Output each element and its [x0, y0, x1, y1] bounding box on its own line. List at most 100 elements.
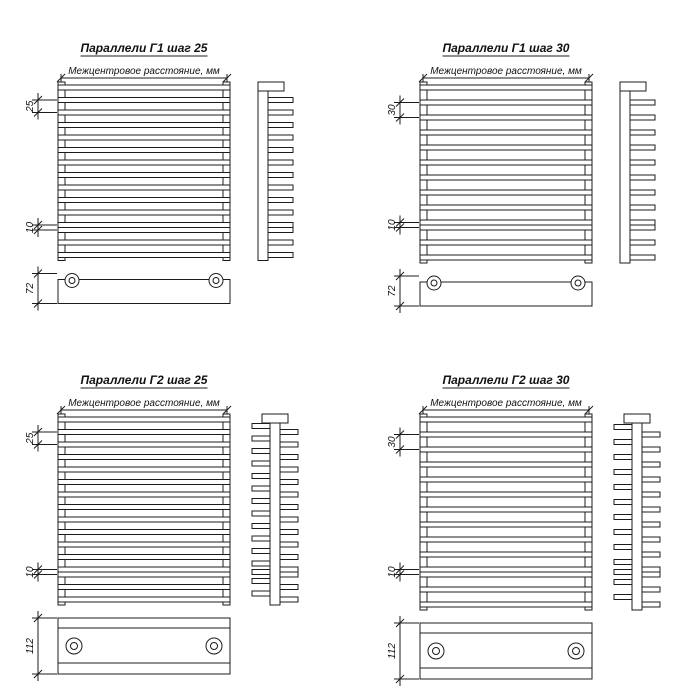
- collector-body: [57, 617, 231, 675]
- collector-height-dimension-label: 72: [387, 285, 398, 297]
- tube-bar: [57, 571, 231, 578]
- profile-tooth-left: [251, 510, 271, 517]
- profile-tooth-right: [279, 441, 299, 448]
- profile-tooth: [629, 239, 656, 246]
- tube-bar: [419, 446, 593, 453]
- profile-tooth: [267, 147, 294, 153]
- profile-tooth: [267, 209, 294, 216]
- pipe-connection-inner: [430, 279, 438, 287]
- profile-tooth-right: [641, 476, 661, 483]
- profile-tooth: [267, 222, 294, 228]
- gap-dimension-label: 10: [25, 222, 36, 234]
- tube-bar: [57, 84, 231, 91]
- profile-top-cap: [261, 413, 289, 424]
- dimension-tick: [395, 98, 405, 107]
- tube-bar: [419, 129, 593, 136]
- tube-bar: [419, 491, 593, 498]
- profile-spine: [269, 413, 281, 606]
- profile-tooth-right: [641, 566, 661, 573]
- profile-tooth: [629, 159, 656, 166]
- tube-bar: [57, 122, 231, 128]
- drawing-title: Параллели Г2 шаг 30: [443, 373, 570, 387]
- profile-tooth-right: [279, 429, 299, 435]
- tube-bar: [57, 97, 231, 103]
- profile-tooth-right: [279, 554, 299, 560]
- radiator-views-g1-30: [394, 55, 656, 313]
- drawing-title: Параллели Г1 шаг 25: [81, 41, 208, 55]
- profile-tooth-left: [251, 577, 271, 584]
- drawing-parallels-g2-step-30: Параллели Г2 шаг 30 Межцентровое расстоя…: [387, 373, 661, 686]
- profile-tooth: [629, 224, 656, 231]
- profile-tooth-right: [641, 431, 661, 438]
- dimension-tick: [395, 301, 405, 311]
- intercenter-distance-label: Межцентровое расстояние, мм: [68, 66, 220, 77]
- dimension-tick: [418, 73, 428, 83]
- tube-bar: [57, 554, 231, 560]
- tube-bar: [419, 586, 593, 593]
- tube-bar: [57, 504, 231, 510]
- profile-tooth: [629, 219, 656, 226]
- profile-tooth-right: [641, 506, 661, 513]
- tube-bar: [419, 461, 593, 468]
- tube-bar: [57, 541, 231, 548]
- profile-spine: [619, 81, 631, 264]
- profile-tooth-left: [613, 579, 633, 585]
- dimension-tick: [395, 271, 405, 281]
- dimension-tick: [418, 405, 428, 415]
- dimension-tick: [395, 218, 405, 227]
- profile-tooth-left: [251, 590, 271, 597]
- profile-tooth-right: [641, 536, 661, 543]
- profile-tooth-right: [279, 504, 299, 510]
- profile-tooth: [267, 134, 294, 141]
- profile-tooth-right: [641, 521, 661, 528]
- tube-bar: [57, 466, 231, 473]
- profile-tooth: [629, 204, 656, 211]
- profile-tooth: [629, 254, 656, 261]
- profile-tooth-left: [251, 435, 271, 442]
- profile-tooth-left: [251, 485, 271, 492]
- profile-tooth-left: [613, 544, 633, 550]
- tube-bar: [57, 227, 231, 233]
- dimension-tick: [33, 565, 43, 574]
- profile-tooth-left: [613, 469, 633, 475]
- pipe-connection-inner: [68, 277, 76, 284]
- profile-tooth-left: [251, 422, 271, 429]
- dimension-tick: [584, 73, 594, 83]
- profile-tooth: [629, 144, 656, 151]
- dimension-tick: [33, 220, 43, 230]
- tube-bar: [57, 516, 231, 523]
- collector-body: [57, 279, 231, 304]
- profile-tooth-right: [641, 461, 661, 468]
- profile-tooth-left: [613, 499, 633, 505]
- profile-tooth-left: [613, 454, 633, 460]
- tube-bar: [57, 454, 231, 460]
- pipe-connection-inner: [432, 647, 440, 655]
- profile-tooth: [267, 172, 294, 178]
- left-collector-rail: [419, 81, 428, 264]
- profile-tooth-left: [613, 439, 633, 445]
- collector-height-dimension-label: 112: [387, 643, 398, 659]
- tube-bar: [419, 204, 593, 211]
- intercenter-distance-label: Межцентровое расстояние, мм: [430, 398, 582, 409]
- right-collector-rail: [222, 81, 231, 261]
- tube-bar: [57, 134, 231, 141]
- profile-tooth: [629, 174, 656, 181]
- step-dimension-label: 30: [387, 104, 398, 116]
- profile-tooth-left: [251, 472, 271, 479]
- profile-tooth: [267, 239, 294, 246]
- profile-tooth: [267, 227, 294, 233]
- profile-tooth-left: [251, 460, 271, 467]
- profile-tooth-left: [613, 484, 633, 490]
- dimension-tick: [33, 613, 43, 623]
- dimension-tick: [395, 618, 405, 628]
- dimension-tick: [395, 565, 405, 574]
- dimension-tick: [33, 108, 43, 117]
- tube-bar: [419, 551, 593, 558]
- tube-bar: [419, 219, 593, 226]
- tube-bar: [57, 491, 231, 498]
- tube-bar: [57, 109, 231, 116]
- tube-bar: [419, 536, 593, 543]
- dimension-tick: [33, 299, 43, 308]
- profile-tooth-left: [613, 514, 633, 520]
